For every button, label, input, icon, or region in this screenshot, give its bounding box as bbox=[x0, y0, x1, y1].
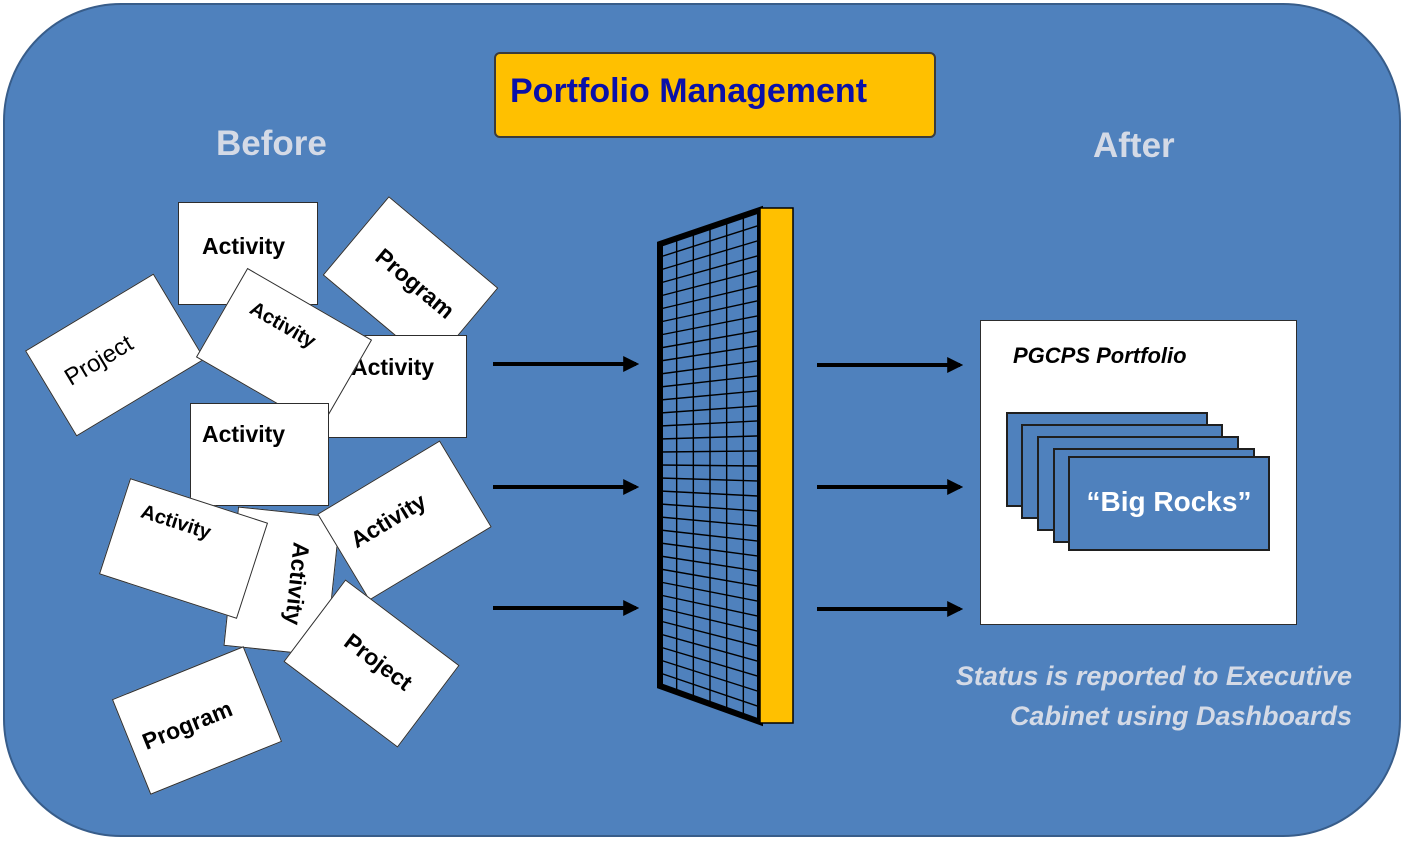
before-heading: Before bbox=[216, 124, 327, 163]
big-rock-card: “Big Rocks” bbox=[1068, 456, 1270, 551]
filter-screen-icon bbox=[657, 205, 794, 727]
status-note-line: Cabinet using Dashboards bbox=[1009, 701, 1352, 731]
card-label: Activity bbox=[202, 421, 286, 447]
portfolio-box: PGCPS Portfolio “Big Rocks” bbox=[980, 320, 1297, 625]
after-heading: After bbox=[1093, 126, 1175, 165]
portfolio-title: PGCPS Portfolio bbox=[1013, 343, 1187, 368]
diagram-title: Portfolio Management bbox=[510, 72, 868, 110]
status-note: Status is reported to Executive Cabinet … bbox=[892, 656, 1352, 736]
title-box: Portfolio Management bbox=[494, 52, 936, 138]
status-note-line: Status is reported to Executive bbox=[955, 661, 1352, 691]
big-rocks-label: “Big Rocks” bbox=[1086, 486, 1252, 517]
card-label: Activity bbox=[202, 233, 286, 259]
card-label: Activity bbox=[351, 354, 435, 380]
activity-card: Activity bbox=[190, 403, 329, 506]
